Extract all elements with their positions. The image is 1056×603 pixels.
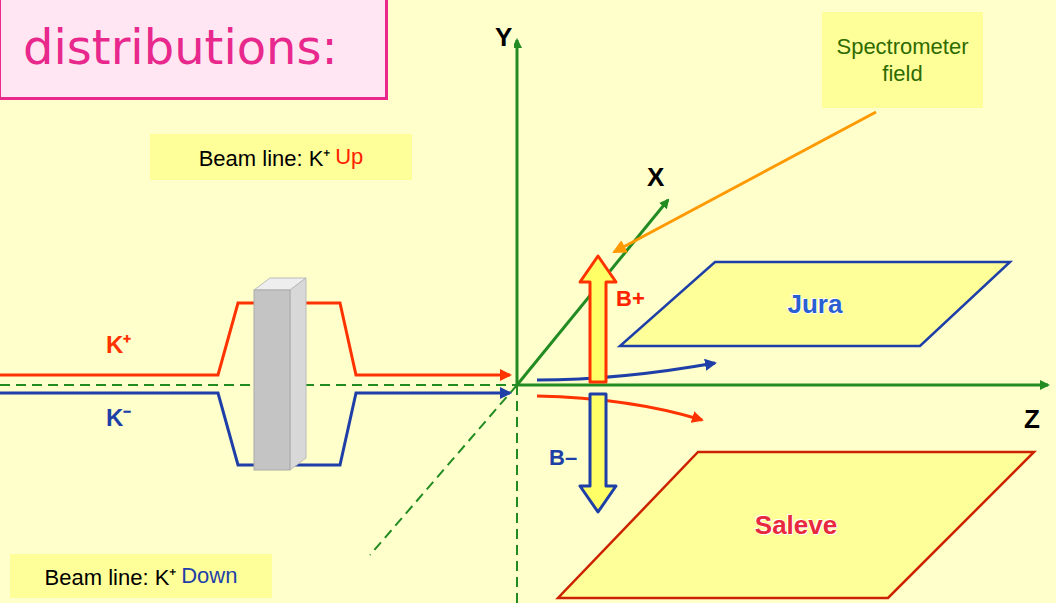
axis-guide — [516, 385, 518, 603]
node-text: distributions: — [23, 19, 338, 75]
field-arrow-up — [580, 256, 616, 382]
y-axis — [516, 40, 519, 385]
x-axis — [517, 200, 668, 385]
node-text: Jura — [788, 289, 843, 320]
field-label: B– — [547, 445, 579, 471]
node-text: Beam line: K⁺ — [199, 142, 331, 172]
leader-line — [614, 112, 876, 252]
node-text: Saleve — [755, 510, 837, 541]
deflected-track — [537, 363, 715, 380]
magnet-block — [254, 290, 290, 470]
axis-label: Z — [1022, 404, 1042, 435]
parallelogram — [558, 452, 1034, 598]
axis-label: X — [645, 162, 666, 193]
parallelogram — [620, 262, 1010, 346]
magnet-side — [290, 278, 306, 470]
node-text: Up — [335, 144, 363, 170]
axis-label: Y — [493, 22, 514, 53]
detector-plane: Jura — [620, 262, 1010, 346]
field-arrow-down — [580, 394, 616, 512]
field-label: B+ — [614, 286, 647, 312]
detector-plane: Saleve — [558, 452, 1034, 598]
beamline-box: Beam line: K⁺Up — [150, 134, 412, 180]
heading-box: distributions: — [0, 0, 388, 100]
beamline-box: Beam line: K⁺Down — [10, 554, 272, 598]
node-text: Beam line: K⁺ — [45, 561, 177, 591]
z-axis — [517, 384, 1048, 387]
axis-guide — [370, 385, 517, 555]
callout-box: Spectrometer field — [822, 12, 983, 108]
beam-label: K⁻ — [104, 400, 133, 433]
beam-label: K⁺ — [104, 327, 133, 360]
node-text: Down — [181, 563, 237, 589]
deflected-track — [537, 396, 702, 420]
node-text: Spectrometer field — [822, 33, 983, 88]
